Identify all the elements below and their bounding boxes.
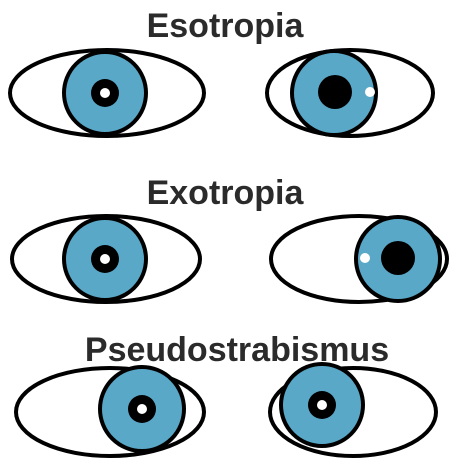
light-reflex [137, 404, 147, 414]
light-reflex [360, 253, 370, 263]
section-title-esotropia: Esotropia [147, 7, 305, 45]
eye-left-esotropia [10, 50, 204, 136]
light-reflex [100, 88, 110, 98]
eye-left-pseudostrabismus [16, 367, 204, 456]
pupil [381, 241, 415, 275]
section-exotropia: Exotropia [12, 174, 447, 302]
eye-right-esotropia [267, 50, 433, 136]
section-title-pseudostrabismus: Pseudostrabismus [85, 331, 389, 369]
section-title-exotropia: Exotropia [147, 174, 305, 212]
eye-right-pseudostrabismus [270, 364, 436, 456]
light-reflex [365, 87, 375, 97]
light-reflex [317, 400, 327, 410]
section-pseudostrabismus: Pseudostrabismus [16, 331, 436, 456]
section-esotropia: Esotropia [10, 7, 433, 136]
light-reflex [100, 254, 110, 264]
pupil [318, 75, 352, 109]
eye-left-exotropia [12, 216, 200, 302]
eye-right-exotropia [271, 216, 447, 302]
